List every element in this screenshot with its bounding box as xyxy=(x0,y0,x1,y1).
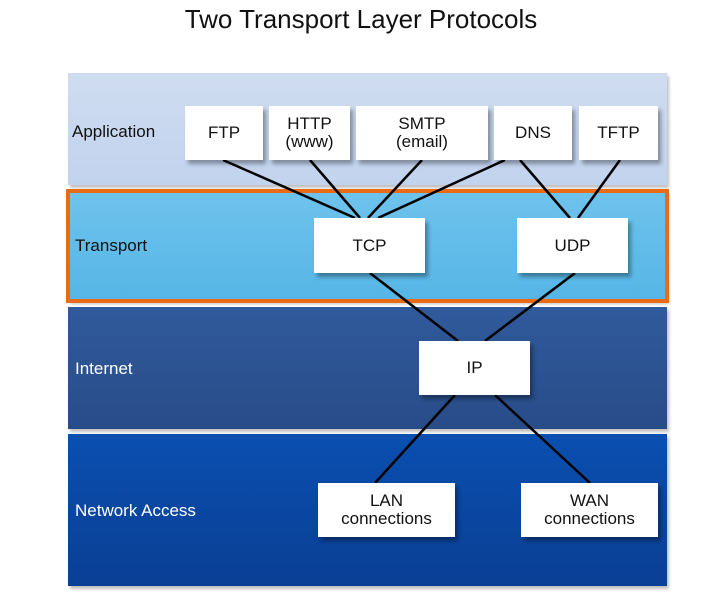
line-tcp-ip xyxy=(369,272,459,342)
line-ip-wan xyxy=(494,394,591,484)
line-tftp-udp xyxy=(576,159,622,219)
udp-box: UDP xyxy=(517,218,628,273)
line-smtp-tcp xyxy=(367,159,423,219)
application-layer-label: Application xyxy=(72,122,156,141)
ip-box: IP xyxy=(419,341,530,395)
internet-layer-label: Internet xyxy=(75,359,133,378)
dns-box: DNS xyxy=(494,106,572,160)
tftp-box: TFTP xyxy=(579,106,658,160)
diagram-title: Two Transport Layer Protocols xyxy=(184,4,538,34)
line-dns-tcp xyxy=(377,158,506,220)
wan-connections-box: WAN connections xyxy=(521,483,658,537)
line-ip-lan xyxy=(374,394,456,484)
line-http-tcp xyxy=(309,159,361,219)
line-dns-udp xyxy=(519,159,571,219)
line-udp-ip xyxy=(484,272,576,342)
network-access-layer-label: Network Access xyxy=(75,501,196,520)
internet-layer: Internet xyxy=(68,307,667,429)
lan-connections-box: LAN connections xyxy=(318,483,455,537)
smtp-box: SMTP (email) xyxy=(356,106,488,160)
line-ftp-tcp xyxy=(222,158,356,220)
ftp-box: FTP xyxy=(185,106,263,160)
transport-layer-label: Transport xyxy=(75,236,148,255)
tcp-box: TCP xyxy=(314,218,425,273)
http-box: HTTP (www) xyxy=(269,106,350,160)
